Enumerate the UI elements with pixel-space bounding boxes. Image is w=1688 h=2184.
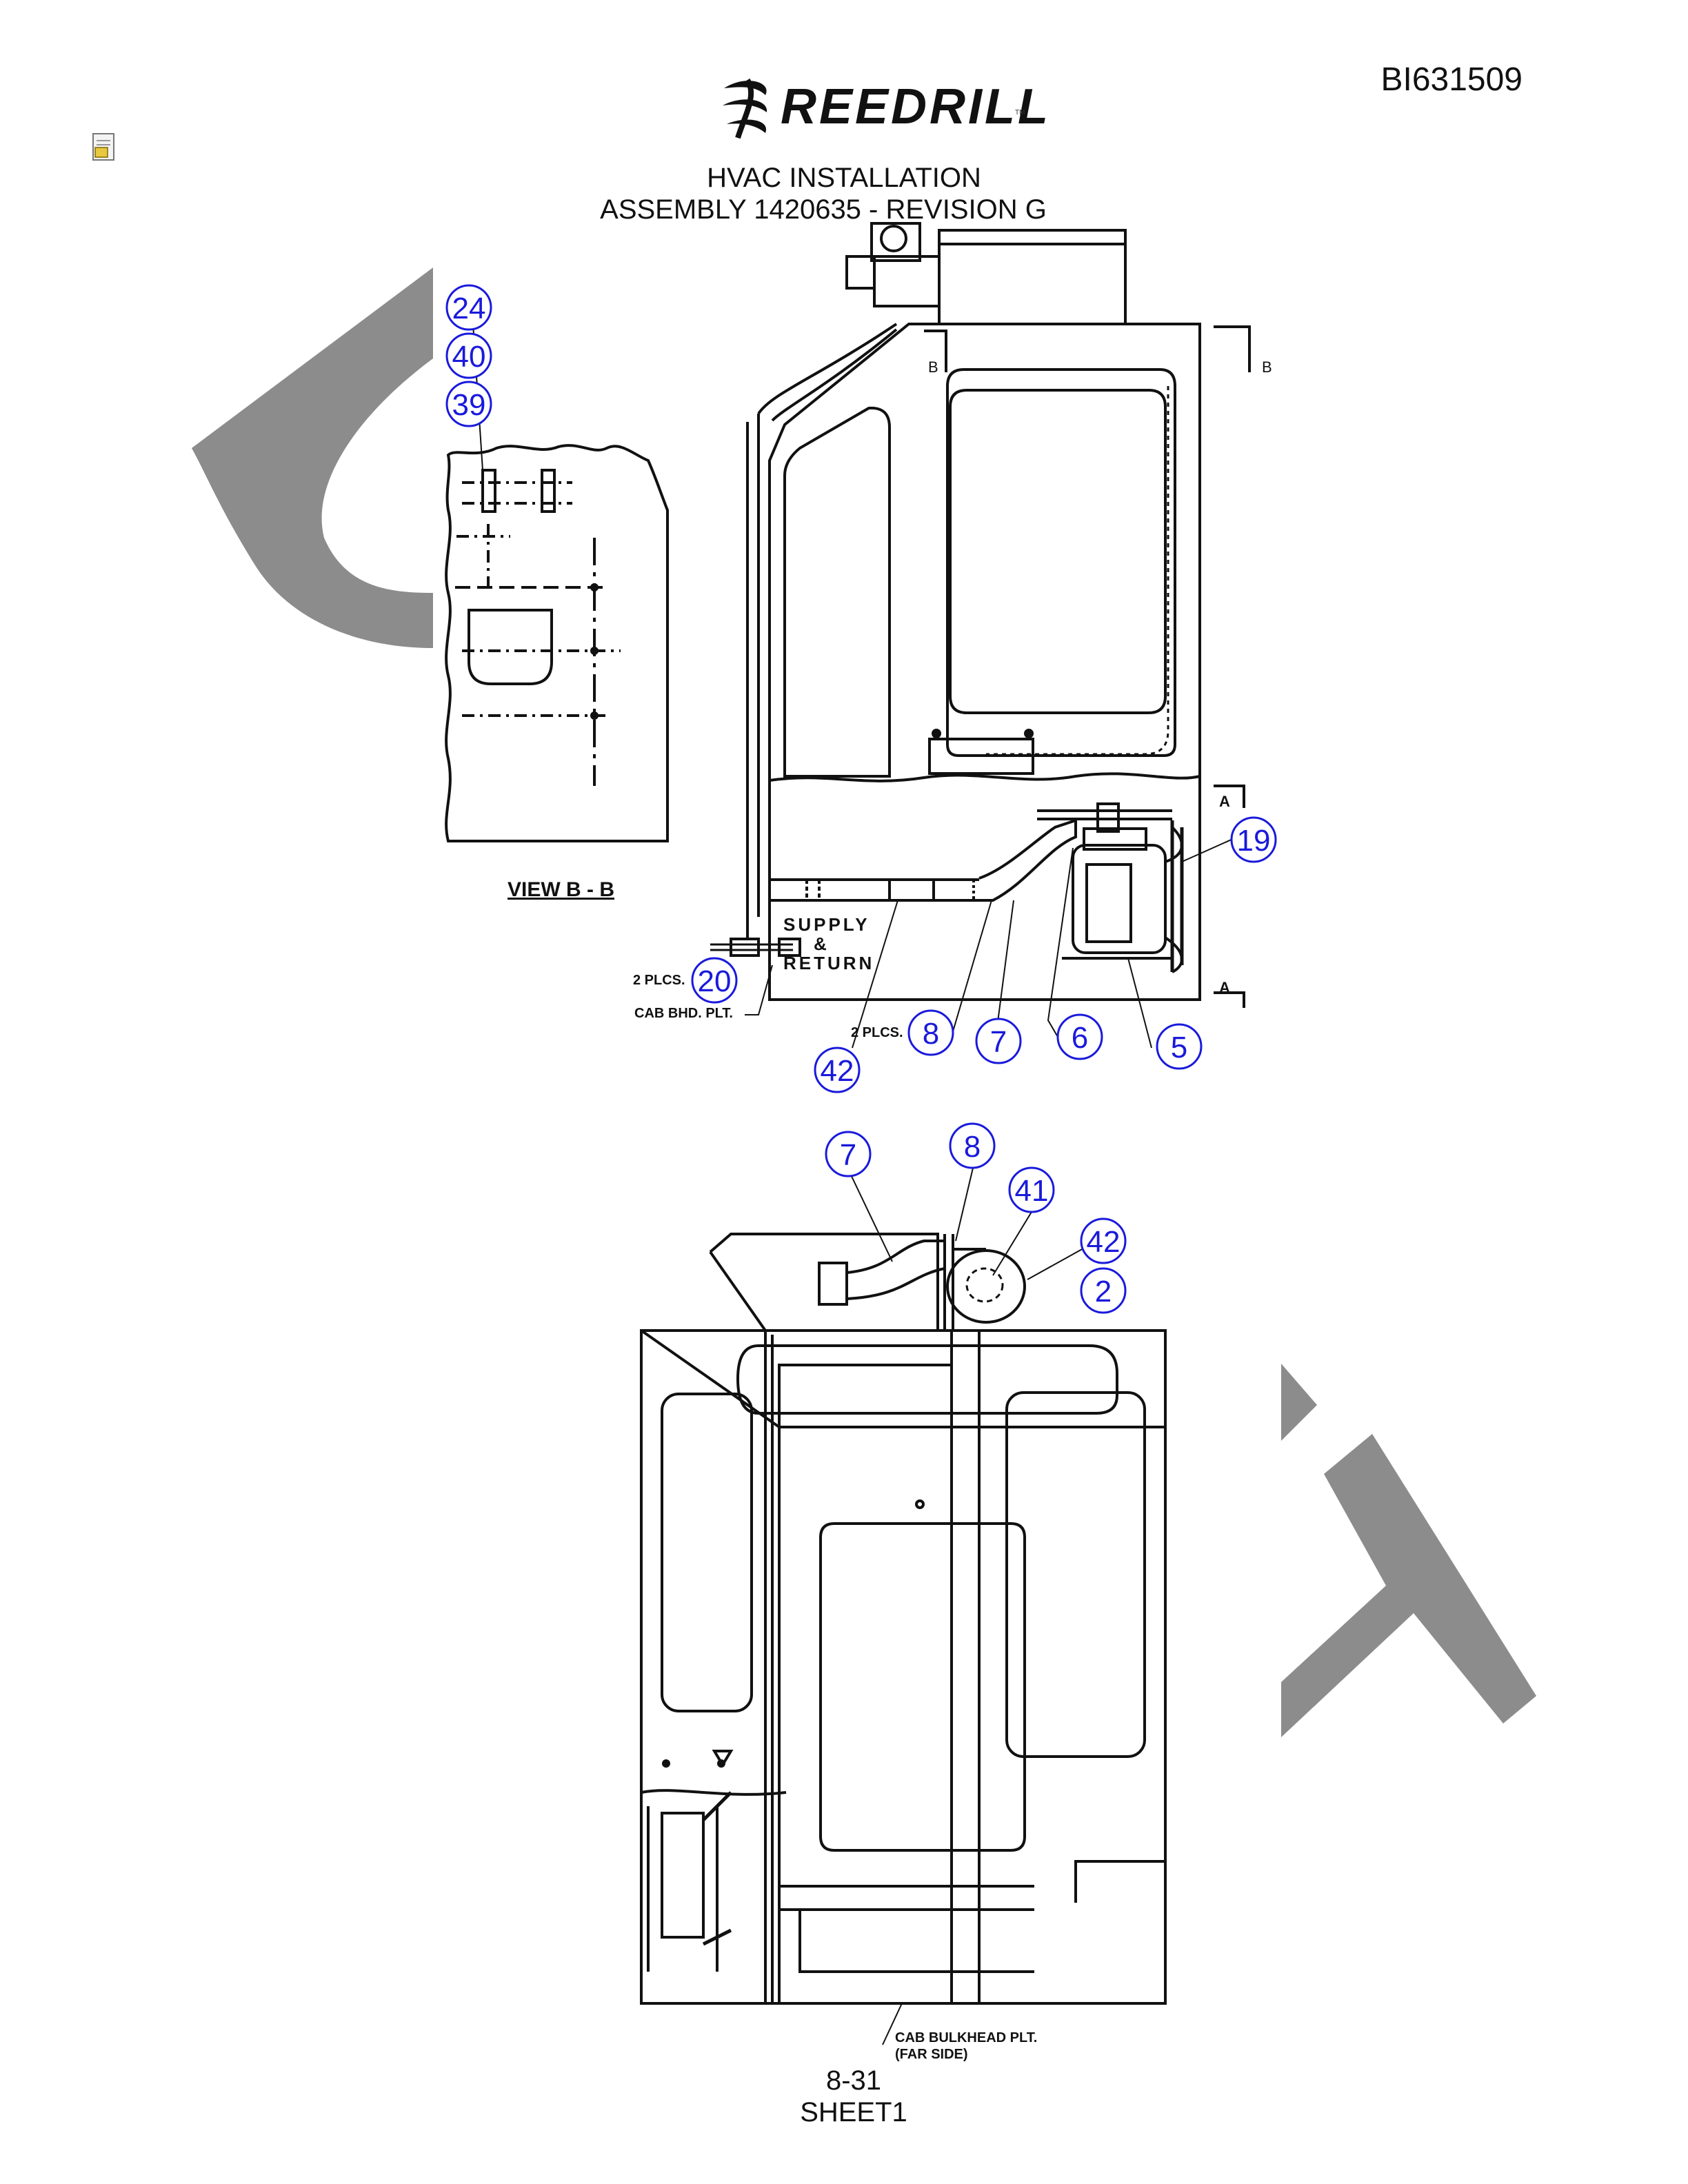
cab-plan-view <box>640 1164 1167 2045</box>
cab-bhd-plt-label: CAB BHD. PLT. <box>634 1006 733 1021</box>
callout-number: 8 <box>964 1130 981 1164</box>
reedrill-swirl-icon <box>723 78 767 139</box>
two-places-bottom-label: 2 PLCS. <box>851 1025 903 1040</box>
callout-number: 19 <box>1237 824 1271 858</box>
sheet-label: SHEET1 <box>800 2097 907 2127</box>
callout-circle <box>1080 1267 1127 1314</box>
watermark <box>192 267 1536 1737</box>
page-number: 8-31 <box>825 2065 882 2096</box>
callout-circle <box>445 332 492 379</box>
callout-number: 6 <box>1072 1021 1088 1055</box>
callout-c19: 19 <box>1230 816 1277 863</box>
supply-ampersand: & <box>814 933 827 954</box>
callout-number: 40 <box>452 340 486 374</box>
callout-circle <box>1008 1166 1055 1213</box>
callout-circle <box>1156 1023 1203 1070</box>
callout-balloons: 24 40 39 19 20 42 8 7 6 5 7 8 41 42 2 <box>445 284 1277 1314</box>
watermark-stroke-right-top <box>1281 1364 1317 1441</box>
drawing-title: HVAC INSTALLATION <box>707 163 981 193</box>
drawing-subtitle: ASSEMBLY 1420635 - REVISION G <box>600 194 1047 225</box>
watermark-stroke-right-t <box>1281 1434 1536 1737</box>
cab-bulkhead-label: CAB BULKHEAD PLT. <box>895 2030 1037 2045</box>
callout-number: 7 <box>990 1025 1007 1059</box>
callout-c5: 5 <box>1156 1023 1203 1070</box>
callout-c8b: 8 <box>949 1122 996 1169</box>
callout-circle <box>907 1009 954 1056</box>
callout-circle <box>949 1122 996 1169</box>
callout-c42b: 42 <box>1080 1217 1127 1264</box>
two-places-left-label: 2 PLCS. <box>633 973 685 988</box>
callout-circle <box>691 957 738 1004</box>
callout-number: 8 <box>923 1017 939 1051</box>
section-label-a-bottom: A <box>1219 979 1230 996</box>
callout-circle <box>1230 816 1277 863</box>
callout-number: 24 <box>452 292 486 325</box>
far-side-label: (FAR SIDE) <box>895 2047 968 2062</box>
callout-circle <box>975 1018 1022 1064</box>
callout-circle <box>825 1131 872 1177</box>
callout-c20: 20 <box>691 957 738 1004</box>
callout-c6: 6 <box>1056 1013 1103 1060</box>
supply-label: SUPPLY <box>783 914 870 935</box>
callout-number: 20 <box>698 964 732 998</box>
callout-circle <box>814 1046 861 1093</box>
callout-c8a: 8 <box>907 1009 954 1056</box>
cab-side-view: B B A A <box>472 222 1272 1049</box>
callout-c24: 24 <box>445 284 492 331</box>
callout-number: 42 <box>1087 1225 1121 1259</box>
callout-circle <box>1080 1217 1127 1264</box>
callout-circle <box>445 381 492 427</box>
linework: B B A A <box>445 222 1272 2045</box>
callout-c41: 41 <box>1008 1166 1055 1213</box>
trademark-mark: TM <box>1015 109 1025 117</box>
view-b-b-title: VIEW B - B <box>508 878 614 901</box>
brand-name: REEDRILL <box>781 79 1051 134</box>
document-icon[interactable] <box>91 132 119 163</box>
callout-number: 5 <box>1171 1031 1187 1064</box>
view-b-b-detail <box>445 444 669 842</box>
callout-c40: 40 <box>445 332 492 379</box>
callout-number: 41 <box>1015 1174 1049 1208</box>
section-label-b-right: B <box>1262 358 1272 376</box>
section-label-a-top: A <box>1219 793 1230 810</box>
section-label-b-left: B <box>928 358 938 376</box>
callout-number: 39 <box>452 388 486 422</box>
callout-circle <box>445 284 492 331</box>
callout-number: 7 <box>840 1138 856 1172</box>
callout-circle <box>1056 1013 1103 1060</box>
callout-c2: 2 <box>1080 1267 1127 1314</box>
brand-logo: REEDRILL TM <box>717 74 1048 143</box>
document-number: BI631509 <box>1380 61 1523 98</box>
callout-c7a: 7 <box>975 1018 1022 1064</box>
callout-number: 2 <box>1095 1275 1112 1308</box>
watermark-stroke-upper-left <box>192 267 433 648</box>
callout-c7b: 7 <box>825 1131 872 1177</box>
return-label: RETURN <box>783 953 874 973</box>
callout-c42a: 42 <box>814 1046 861 1093</box>
callout-number: 42 <box>821 1054 854 1088</box>
callout-c39: 39 <box>445 381 492 427</box>
